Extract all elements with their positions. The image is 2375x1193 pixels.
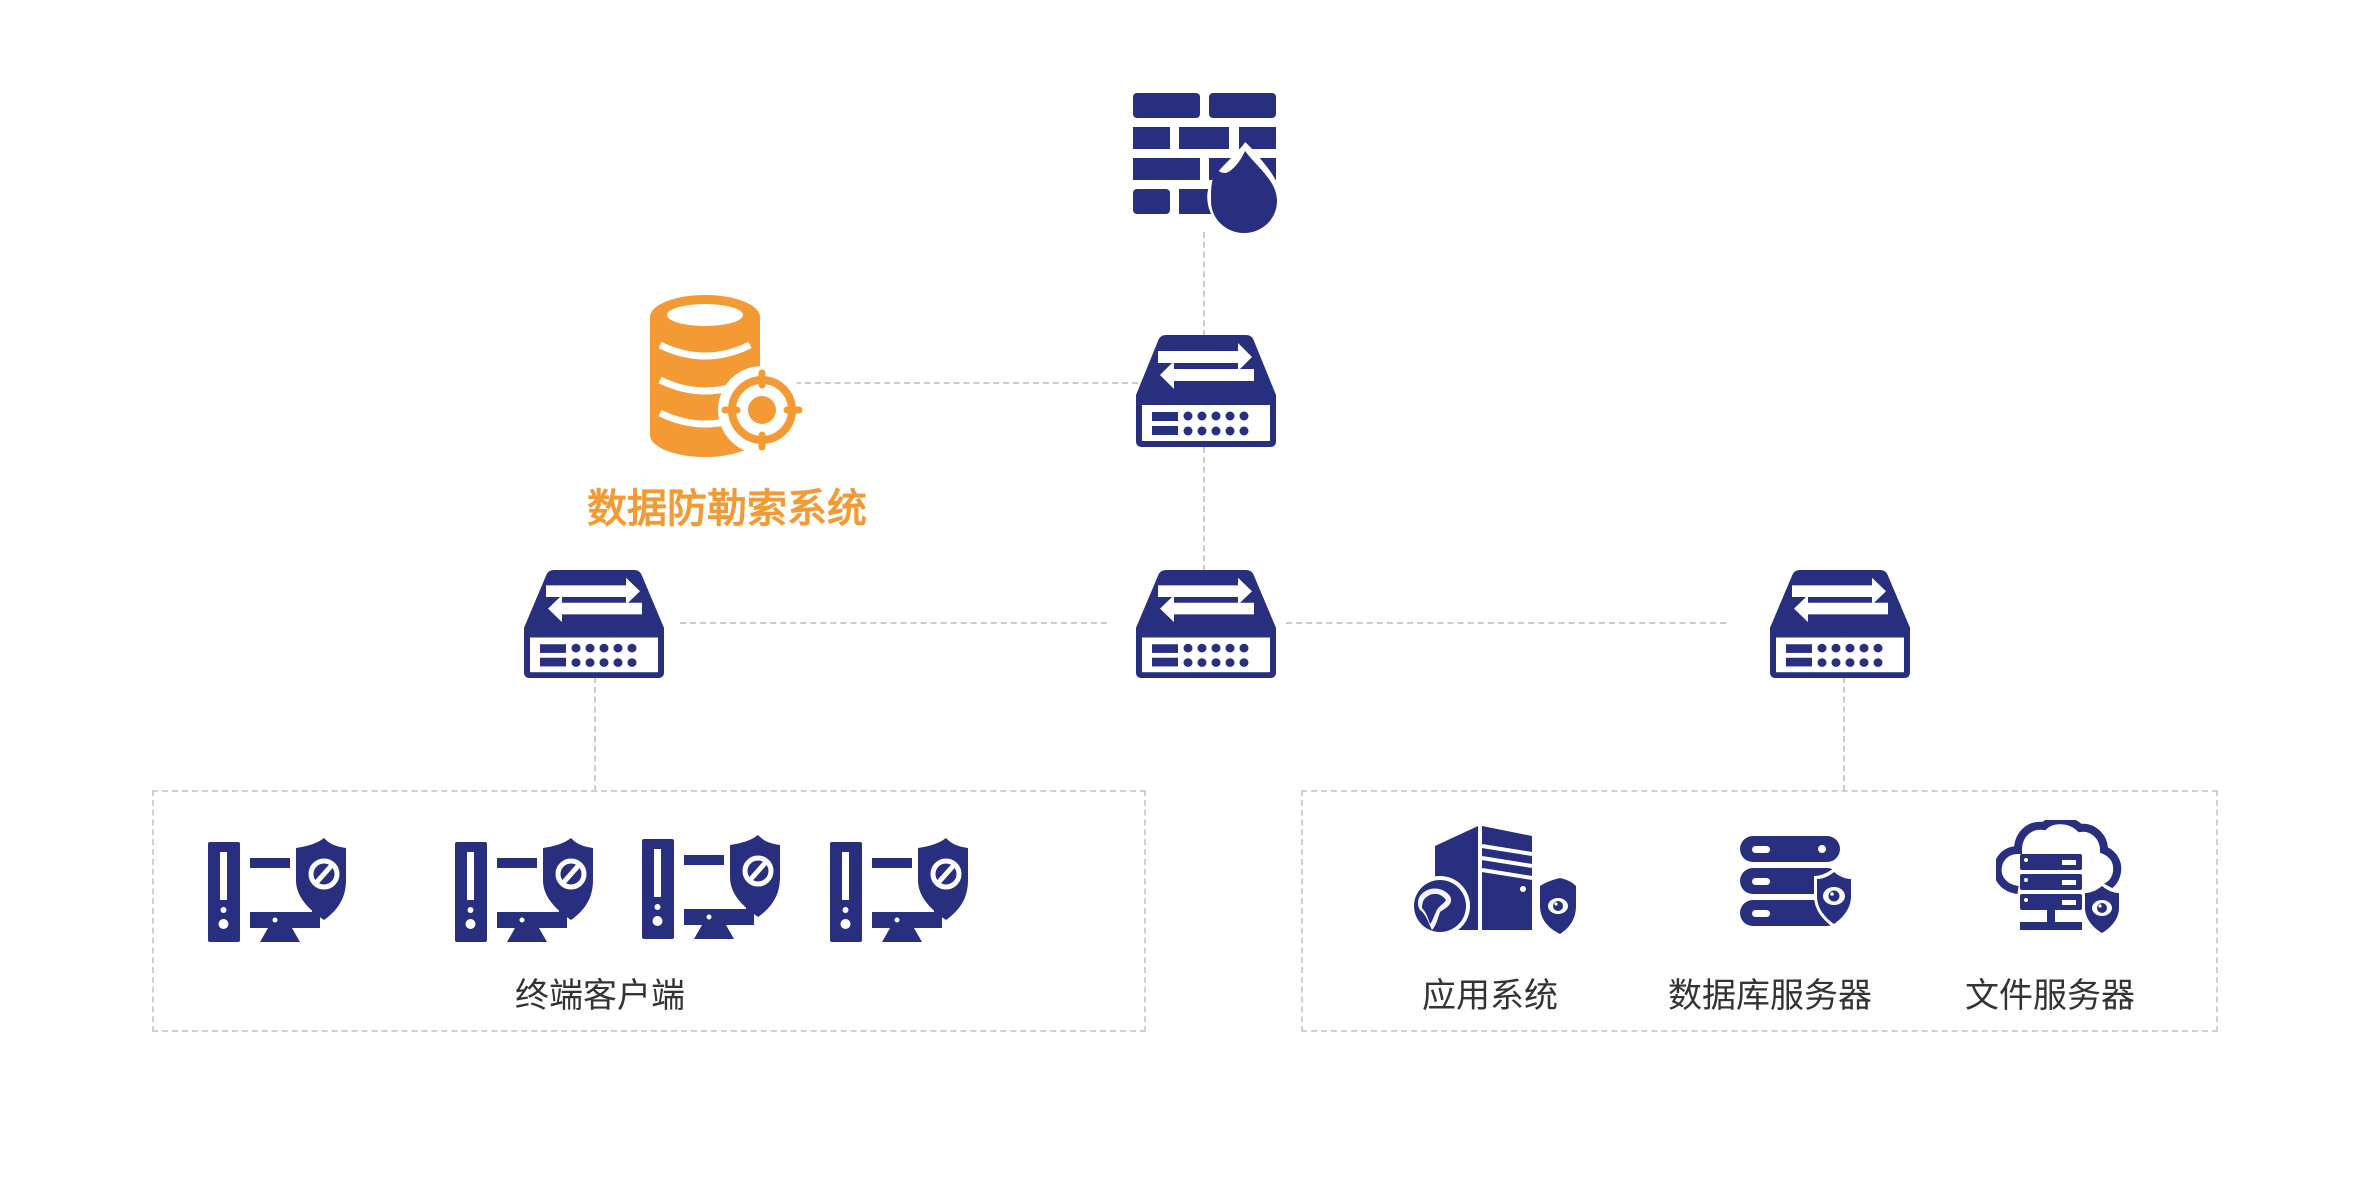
file-server-icon[interactable] [1996, 820, 2122, 938]
connector-left-to-clients [594, 677, 596, 791]
clients-group [152, 790, 1146, 1032]
connector-right-to-servers [1843, 677, 1845, 791]
switch-right-icon[interactable] [1770, 570, 1910, 678]
core-switch-icon[interactable] [1136, 335, 1276, 447]
clients-label: 终端客户端 [515, 976, 685, 1016]
file-server-label: 文件服务器 [1965, 976, 2135, 1016]
connector-core-to-center [1203, 447, 1205, 571]
protected-computer-icon[interactable] [642, 835, 780, 939]
ransomware-protection-icon[interactable] [650, 295, 810, 465]
database-server-label: 数据库服务器 [1668, 976, 1872, 1016]
connector-center-to-right [1286, 622, 1726, 624]
servers-group [1301, 790, 2218, 1032]
switch-center-icon[interactable] [1136, 570, 1276, 678]
ransomware-protection-label: 数据防勒索系统 [587, 486, 867, 532]
protected-computer-icon[interactable] [830, 838, 968, 942]
app-server-icon[interactable] [1410, 826, 1578, 938]
firewall-icon[interactable] [1133, 93, 1281, 235]
protected-computer-icon[interactable] [208, 838, 346, 942]
connector-ransomware-to-core [795, 382, 1138, 384]
app-system-label: 应用系统 [1422, 976, 1558, 1016]
connector-firewall-to-core [1203, 232, 1205, 336]
switch-left-icon[interactable] [524, 570, 664, 678]
protected-computer-icon[interactable] [455, 838, 593, 942]
connector-left-to-center [680, 622, 1107, 624]
database-server-icon[interactable] [1740, 836, 1860, 928]
